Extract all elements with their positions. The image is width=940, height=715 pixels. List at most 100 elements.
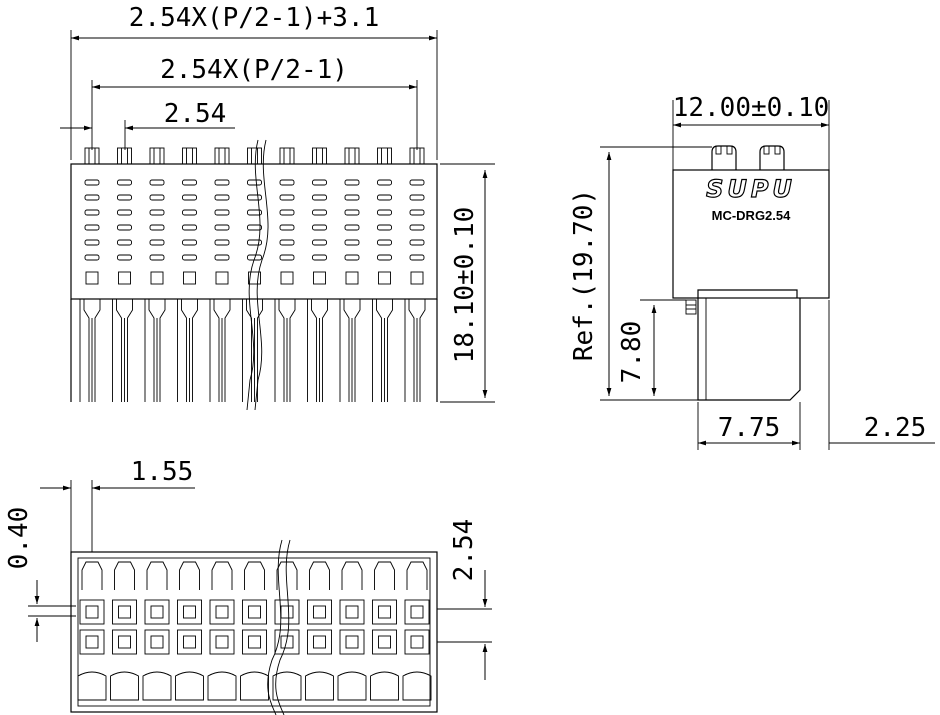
contact-slot <box>214 239 230 246</box>
contact-slot <box>377 194 392 201</box>
contact-cell <box>209 629 235 655</box>
contact-housing <box>211 561 233 590</box>
contact-window <box>215 271 229 285</box>
contact-window <box>410 271 424 285</box>
contact-housing <box>341 561 363 590</box>
contact-slot <box>344 179 360 186</box>
contact-slot <box>214 179 230 186</box>
dim-ref-height: Ref.(19.70) <box>569 189 599 361</box>
contact-slot <box>409 209 425 216</box>
dim-side-width: 12.00±0.10 <box>673 93 830 123</box>
contact-housing <box>146 561 168 590</box>
contact-slot <box>312 209 327 216</box>
contact-slot <box>344 209 360 216</box>
pin-top <box>247 147 262 165</box>
contact-slot <box>409 179 425 186</box>
contact-slot <box>247 239 262 246</box>
contact-cell <box>339 599 365 625</box>
contact-housing <box>374 561 395 590</box>
contact-window <box>313 271 326 285</box>
contact-window <box>150 271 164 285</box>
contact-slot <box>377 209 392 216</box>
pin-top <box>377 147 392 165</box>
front-view: 2.54X(P/2-1)+3.1 2.54X(P/2-1) 2.54 18.10… <box>60 3 495 411</box>
pin-top <box>84 147 100 165</box>
contact-slot <box>84 254 100 261</box>
dim-span-width: 2.54X(P/2-1) <box>160 55 348 85</box>
contact-slot <box>84 179 100 186</box>
contact-slot <box>279 224 295 231</box>
contact-housing <box>81 561 103 590</box>
contact-slot <box>279 209 295 216</box>
contact-cell <box>404 629 430 655</box>
contact-cell <box>307 599 332 625</box>
contact-slot <box>279 254 295 261</box>
contact-slot <box>117 179 132 186</box>
pin-top <box>409 147 425 165</box>
contact-slot <box>279 179 295 186</box>
contact-slot <box>117 194 132 201</box>
contact-cell <box>274 629 300 655</box>
contact-slot <box>84 239 100 246</box>
contact-slot <box>312 254 327 261</box>
contact-slot <box>409 239 425 246</box>
dim-base-width: 7.75 <box>718 413 781 443</box>
contact-cell <box>404 599 430 625</box>
dim-pitch: 2.54 <box>164 99 227 129</box>
contact-slot <box>247 194 262 201</box>
contact-slot <box>117 224 132 231</box>
contact-cell <box>112 599 137 625</box>
contact-slot <box>312 179 327 186</box>
contact-slot <box>182 194 197 201</box>
contact-slot <box>344 194 360 201</box>
contact-cell <box>209 599 235 625</box>
contact-slot <box>247 224 262 231</box>
contact-slot <box>182 239 197 246</box>
brand-logo: SUPU <box>706 175 796 203</box>
contact-cell <box>242 629 267 655</box>
contact-window <box>248 271 261 285</box>
contact-cell <box>242 599 267 625</box>
contact-slot <box>182 224 197 231</box>
side-view: 12.00±0.10 SUPU MC-DRG2.54 Ref.(19.70) 7… <box>569 93 935 450</box>
contact-slot <box>312 224 327 231</box>
contact-slot <box>84 194 100 201</box>
contact-window <box>85 271 99 285</box>
contact-slot <box>279 239 295 246</box>
contact-slot <box>117 254 132 261</box>
contact-cell <box>144 629 170 655</box>
contact-cell <box>372 629 397 655</box>
contact-cell <box>79 629 105 655</box>
contact-slot <box>247 179 262 186</box>
front-body <box>70 163 438 300</box>
dim-front-height: 18.10±0.10 <box>450 207 480 364</box>
contact-housing <box>406 561 428 590</box>
contact-cell <box>339 629 365 655</box>
contact-slot <box>344 254 360 261</box>
contact-housing <box>114 561 135 590</box>
contact-slot <box>214 254 230 261</box>
pin-top <box>279 147 295 165</box>
pin-top <box>117 147 132 165</box>
pin-top <box>182 147 197 165</box>
side-housing <box>672 169 830 299</box>
contact-slot <box>409 194 425 201</box>
contact-cell <box>79 599 105 625</box>
contact-cell <box>274 599 300 625</box>
dim-overall-width: 2.54X(P/2-1)+3.1 <box>129 3 379 33</box>
contact-slot <box>182 209 197 216</box>
contact-cell <box>144 599 170 625</box>
contact-slot <box>409 224 425 231</box>
contact-slot <box>182 179 197 186</box>
model-label: MC-DRG2.54 <box>712 208 792 223</box>
dim-side-offset: 2.25 <box>864 413 927 443</box>
contact-cell <box>177 629 202 655</box>
contact-slot <box>149 239 165 246</box>
pin-top <box>214 147 230 165</box>
contact-slot <box>377 224 392 231</box>
contact-slot <box>117 239 132 246</box>
contact-slot <box>377 254 392 261</box>
dim-row-pitch: 2.54 <box>449 519 479 582</box>
contact-slot <box>149 179 165 186</box>
bottom-view: 1.55 0.40 2.54 <box>4 457 492 715</box>
